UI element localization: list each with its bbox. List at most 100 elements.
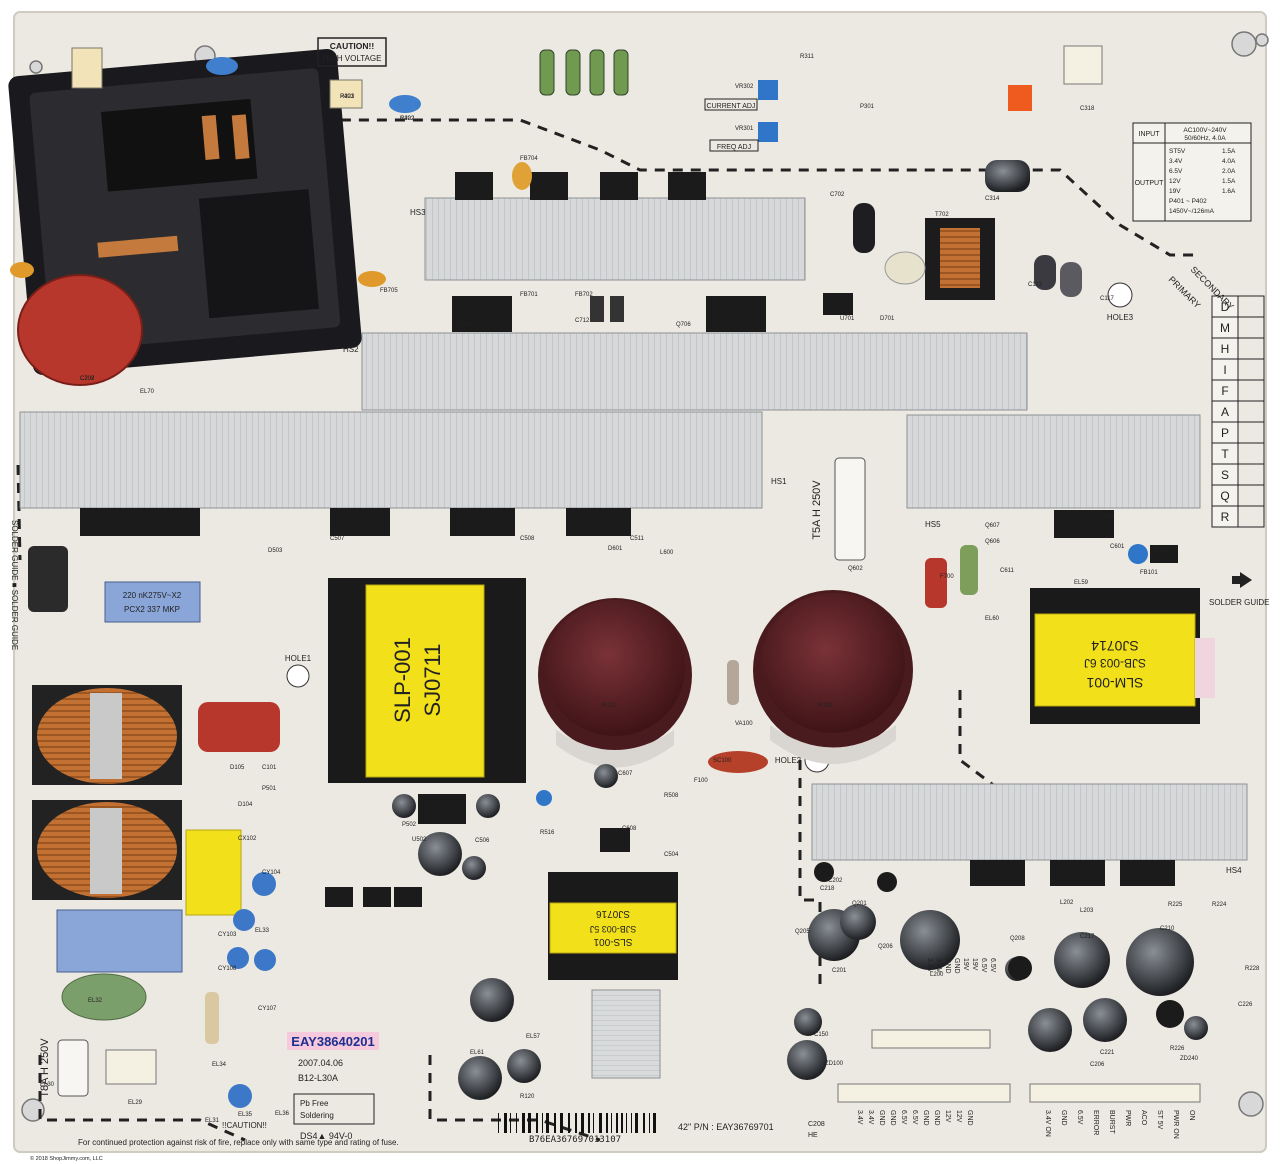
spec-row-rail: 3.4V [1169, 158, 1183, 165]
ref-designator: F100 [694, 778, 708, 784]
fuse-f100-rating: T8A H 250V [39, 1038, 51, 1098]
ref-designator: R226 [1170, 1046, 1185, 1052]
ref-designator: C607 [618, 771, 633, 777]
ref-designator: C221 [1100, 1050, 1115, 1056]
board-date: 2007.04.06 [298, 1058, 343, 1068]
ref-designator: C608 [622, 826, 637, 832]
connector-pin-label: BURST [1108, 1110, 1115, 1134]
part-label-sticker [287, 1032, 379, 1050]
spec-row-rail: 6.5V [1169, 168, 1183, 175]
connector-pin-label: GND [944, 958, 951, 974]
heatsink-label-hs1: HS1 [771, 477, 787, 486]
connector-pin-label: 6.5V [980, 958, 987, 973]
connector-pin-label: ERROR [1092, 1110, 1099, 1135]
hole3-label: HOLE3 [1107, 313, 1134, 322]
connector-pin-label: 3.4V [926, 958, 933, 973]
caution-subtitle: HIGH VOLTAGE [323, 54, 382, 63]
spec-row-rail: 1450V~/126mA [1169, 208, 1215, 215]
spec-input-label: INPUT [1139, 131, 1161, 138]
ref-designator: C504 [664, 852, 679, 858]
ref-designator: VR302 [735, 84, 754, 90]
connector-pin-label: GND [889, 1110, 896, 1126]
connector-pin-label: GND [1060, 1110, 1067, 1126]
ref-designator: C210 [1160, 926, 1175, 932]
transformer-t3-line2: SJB-003 5J [590, 924, 637, 934]
ref-designator: C217 [1080, 934, 1095, 940]
heatsink-hs2 [361, 332, 1028, 411]
ref-designator: CY103 [218, 932, 237, 938]
connector-pin-label: GND [953, 958, 960, 974]
ref-designator: T702 [935, 212, 949, 218]
ref-designator: C218 [820, 886, 835, 892]
solder-guide-left: SOLDER GUIDE ■ SOLDER GUIDE [10, 520, 19, 650]
ref-designator: C507 [330, 536, 345, 542]
ref-designator: D601 [608, 546, 623, 552]
ref-designator: C114 [1100, 514, 1115, 520]
ref-designator: C611 [1000, 568, 1015, 574]
side-grid-letter: H [1221, 342, 1230, 356]
connector-pin-label: GND [922, 1110, 929, 1126]
ref-designator: FB701 [520, 292, 538, 298]
ref-designator: C318 [1080, 106, 1095, 112]
ref-designator: C201 [832, 968, 847, 974]
side-grid-letter: R [1221, 510, 1230, 524]
side-grid-letter: Q [1220, 489, 1229, 503]
freq-adj-label: FREQ ADJ [717, 144, 751, 151]
ref-designator: VA100 [735, 721, 753, 727]
ref-designator: SC100 [713, 758, 732, 764]
ref-designator: Q706 [676, 322, 691, 328]
ref-designator: L200 [930, 972, 944, 978]
ref-designator: R224 [1212, 902, 1227, 908]
transformer-t1-line1: SLP-001 [390, 637, 415, 723]
ref-designator: ZD100 [825, 1061, 844, 1067]
power-resistors [539, 49, 629, 96]
barcode-text: B76EA367697013107 [529, 1135, 621, 1145]
fuse-f700-rating: T5A H 250V [811, 480, 823, 540]
side-grid-letter: I [1223, 363, 1226, 377]
connector-pin-label: GND [966, 1110, 973, 1126]
connector-pin-label: GND [878, 1110, 885, 1126]
connector-pin-label: 6.5V [1076, 1110, 1083, 1125]
cap-stamp-line2: PCX2 337 MKP [124, 605, 180, 614]
connector-pin-label: 6.5V [911, 1110, 918, 1125]
ref-designator: EL61 [470, 1050, 485, 1056]
ref-designator: C506 [475, 838, 490, 844]
connector-pin-label: ACO [1140, 1110, 1147, 1126]
ref-designator: D105 [230, 765, 245, 771]
lead-free-line1: Pb Free [300, 1099, 329, 1108]
side-grid-letter: T [1221, 447, 1229, 461]
ref-designator: EL30 [40, 1082, 55, 1088]
ref-designator: P502 [402, 822, 417, 828]
ref-designator: Q208 [1010, 936, 1025, 942]
yy-mark: HE [808, 1132, 818, 1139]
ref-designator: C113 [1028, 282, 1043, 288]
connector-pin-label: 19V [971, 958, 978, 971]
he-mark: C208 [808, 1121, 825, 1128]
transformer-t2-line3: SJ0714 [1091, 638, 1139, 654]
ref-designator: R516 [540, 830, 555, 836]
connector-pin-label: 3.4V [856, 1110, 863, 1125]
ref-designator: R223 [340, 94, 355, 100]
ref-designator: C226 [1238, 1002, 1253, 1008]
ref-designator: PC150 [810, 1032, 829, 1038]
connector-pin-label: 12V [944, 1110, 951, 1123]
ref-designator: EL34 [212, 1062, 227, 1068]
connector-pin-label: PWR ON [1172, 1110, 1179, 1139]
board-model-code: B12-L30A [298, 1073, 338, 1083]
current-adj-label: CURRENT ADJ [707, 103, 756, 110]
heatsink-label-hs3: HS3 [410, 208, 426, 217]
ref-designator: D104 [238, 802, 253, 808]
spec-row-rail: 19V [1169, 188, 1181, 195]
ref-designator: R222 [400, 116, 415, 122]
transformer-t3-line3: SJ0716 [596, 908, 630, 919]
ref-designator: C117 [1100, 296, 1115, 302]
ref-designator: EL32 [88, 998, 103, 1004]
ref-designator: CX102 [238, 836, 257, 842]
transformer-slp-001: SLP-001 SJ0711 [328, 578, 526, 783]
side-grid-letter: S [1221, 468, 1229, 482]
